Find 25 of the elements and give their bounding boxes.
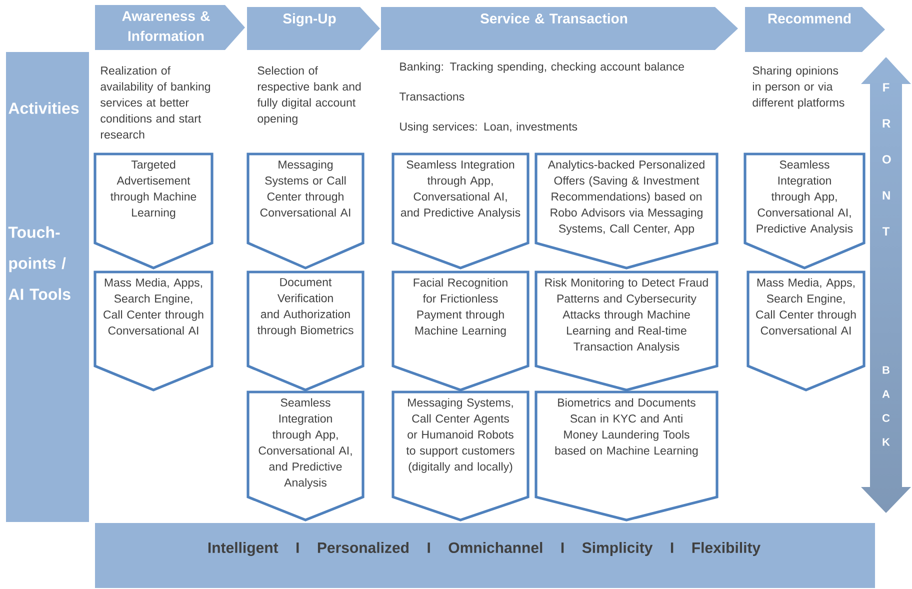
stage-header-banner: Awareness & Information (95, 5, 245, 50)
pentagon-box: Targeted Advertisement through Machine Learning (94, 152, 214, 270)
pentagon-box: Mass Media, Apps, Search Engine, Call Center through Conversational AI (746, 270, 866, 392)
stage-header-banner: Recommend (745, 7, 885, 52)
pentagon-box: Seamless Integration through App, Conversational AI, and Predictive Analysis (246, 390, 364, 522)
pentagon-box: Seamless Integration through App, Conversational AI, and Predictive Analysis (392, 152, 530, 270)
activity-text: Using services: Loan, investments (400, 122, 578, 133)
stage-header-banner: Sign-Up (247, 7, 380, 50)
pentagon-box: Biometrics and Documents Scan in KYC and Anti Money Laundering Tools based on Machine Learning (534, 390, 718, 522)
pentagon-box: Facial Recognition for Frictionless Payment through Machine Learning (392, 270, 530, 392)
activity-text: Transactions (399, 92, 464, 101)
activity-text: Realization of availability of banking services at better conditions and start research (100, 66, 210, 139)
principles-band: Intelligent I Personalized I Omnichannel I Simplicity I Flexibility (95, 523, 875, 588)
pentagon-box: Messaging Systems, Call Center Agents or Humanoid Robots to support customers (digitally and locally) (392, 390, 530, 522)
pentagon-box: Analytics-backed Personalized Offers (Saving & Investment Recommendations) based on Robo Advisors via Messaging Systems, Call Center, App (534, 152, 718, 270)
pentagon-box: Document Verification and Authorization through Biometrics (246, 270, 364, 392)
front-back-arrow: F R O N T B A C K (882, 83, 891, 446)
activity-text: Selection of respective bank and fully digital account opening (257, 66, 361, 125)
activity-text: Banking: Tracking spending, checking account balance (400, 62, 684, 73)
activity-text: Sharing opinions in person or via different platforms (752, 66, 844, 109)
pentagon-box: Risk Monitoring to Detect Fraud Patterns and Cybersecurity Attacks through Machine Learning and Real-time Transaction Analysis (534, 270, 718, 392)
row-header-band: Activities Touch-points / AI Tools (6, 52, 89, 522)
pentagon-box: Messaging Systems or Call Center through Conversational AI (246, 152, 364, 270)
pentagon-box: Seamless Integration through App, Conversational AI, Predictive Analysis (744, 152, 866, 270)
pentagon-box: Mass Media, Apps, Search Engine, Call Center through Conversational AI (94, 270, 214, 392)
